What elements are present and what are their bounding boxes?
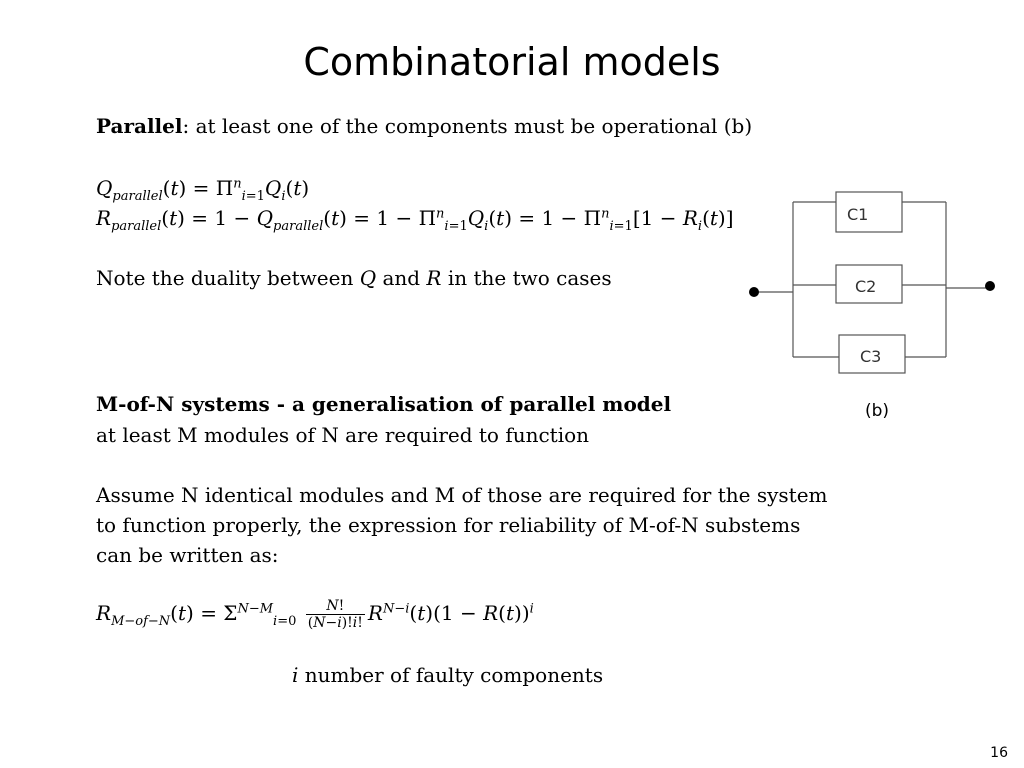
parallel-heading: Parallel: [96, 114, 183, 138]
mofn-para-line1: Assume N identical modules and M of thos…: [96, 483, 828, 507]
component-c1-label: C1: [847, 205, 868, 224]
diagram-label: (b): [865, 401, 890, 421]
component-c3-box: [838, 334, 906, 374]
component-c2-box: [835, 264, 903, 304]
q-parallel-formula: Qparallel(t) = Πni=1Qi(t): [96, 176, 310, 204]
output-node: [985, 281, 995, 291]
page-number: 16: [990, 745, 1008, 761]
mofn-formula: RM−of−N(t) = ΣN−Mi=0 N!(N−i)!i!RN−i(t)(1…: [96, 598, 534, 631]
slide-title: Combinatorial models: [303, 40, 721, 84]
component-c2-label: C2: [855, 277, 876, 296]
parallel-diagram: C1 C2 C3: [749, 191, 995, 374]
mofn-heading: M-of-N systems - a generalisation of par…: [96, 392, 672, 416]
parallel-definition: Parallel: at least one of the components…: [96, 114, 752, 138]
mofn-para-line2: to function properly, the expression for…: [96, 513, 801, 537]
r-parallel-formula: Rparallel(t) = 1 − Qparallel(t) = 1 − Πn…: [96, 206, 734, 234]
component-c1-box: [835, 191, 903, 233]
duality-note: Note the duality between Q and R in the …: [96, 266, 612, 290]
mofn-line1: at least M modules of N are required to …: [96, 423, 590, 447]
faulty-components-note: i number of faulty components: [292, 663, 604, 687]
mofn-para-line3: can be written as:: [96, 543, 279, 567]
input-node: [749, 287, 759, 297]
parallel-description: : at least one of the components must be…: [182, 114, 753, 138]
component-c3-label: C3: [860, 347, 881, 366]
